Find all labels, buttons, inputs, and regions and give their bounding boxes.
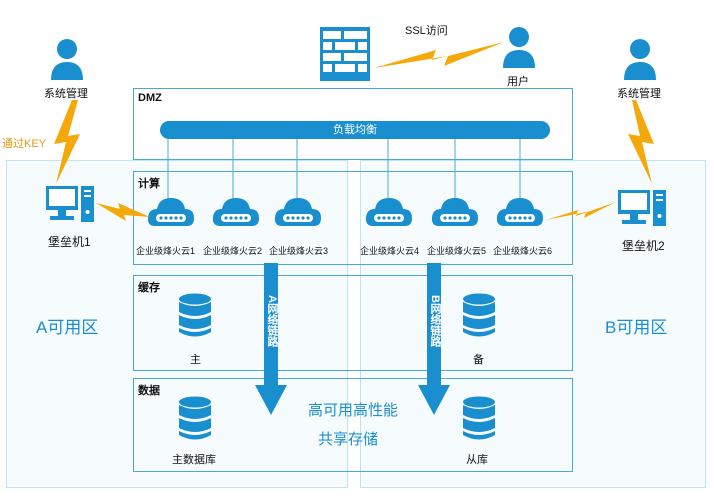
bastion-right-label: 堡垒机2 — [622, 239, 665, 253]
person-icon — [51, 39, 83, 80]
cloud-label-6: 企业级烽火云6 — [493, 246, 553, 256]
ssl-access-label: SSL访问 — [405, 25, 448, 37]
lightning-icon — [374, 42, 504, 68]
lightning-icon — [546, 202, 616, 220]
cloud-server-icon — [365, 198, 412, 226]
compute-tier: 计算 — [133, 171, 573, 265]
cloud-server-icon — [431, 198, 478, 226]
lightning-icon — [54, 100, 80, 184]
cloud-server-icon — [496, 198, 543, 226]
zone-a-label: A可用区 — [36, 318, 99, 337]
database-icon — [463, 396, 495, 440]
computer-icon — [618, 190, 666, 226]
admin-right-label: 系统管理 — [617, 88, 661, 100]
compute-title: 计算 — [138, 178, 160, 190]
link-b-label: B网络链路 — [429, 295, 441, 347]
user-label: 用户 — [507, 76, 529, 88]
storage-line-2: 共享存储 — [318, 431, 379, 448]
database-icon — [179, 293, 211, 337]
replica-db-label: 从库 — [466, 454, 488, 466]
link-a-label: A网络链路 — [266, 295, 278, 347]
database-icon — [179, 396, 211, 440]
storage-line-1: 高可用高性能 — [308, 402, 399, 419]
admin-left-label: 系统管理 — [44, 88, 88, 100]
cache-primary-label: 主 — [190, 354, 201, 366]
zone-b-label: B可用区 — [605, 318, 668, 337]
cloud-server-icon — [147, 198, 194, 226]
cloud-label-2: 企业级烽火云2 — [203, 246, 263, 256]
lightning-icon — [96, 203, 150, 221]
cloud-label-1: 企业级烽火云1 — [136, 246, 196, 256]
computer-icon — [46, 186, 94, 222]
cache-backup-label: 备 — [473, 354, 484, 366]
dmz-title: DMZ — [138, 92, 162, 104]
cloud-label-5: 企业级烽火云5 — [427, 246, 487, 256]
cloud-server-icon — [212, 198, 259, 226]
arrow-down-icon — [255, 263, 287, 415]
data-tier: 数据 — [133, 378, 573, 472]
cloud-label-3: 企业级烽火云3 — [269, 246, 329, 256]
cloud-server-icon — [274, 198, 321, 226]
cache-tier: 缓存 — [133, 275, 573, 371]
bastion-left-label: 堡垒机1 — [48, 235, 91, 249]
data-title: 数据 — [138, 385, 160, 397]
via-key-label: 通过KEY — [2, 138, 47, 150]
arrow-down-icon — [418, 263, 450, 415]
cloud-label-4: 企业级烽火云4 — [360, 246, 420, 256]
person-icon — [624, 39, 656, 80]
cache-title: 缓存 — [138, 282, 160, 294]
database-icon — [463, 293, 495, 337]
firewall-icon — [320, 27, 370, 81]
load-balancer-bar: 负载均衡 — [160, 121, 550, 139]
person-icon — [503, 27, 535, 68]
lightning-icon — [628, 100, 654, 184]
primary-db-label: 主数据库 — [172, 454, 216, 466]
